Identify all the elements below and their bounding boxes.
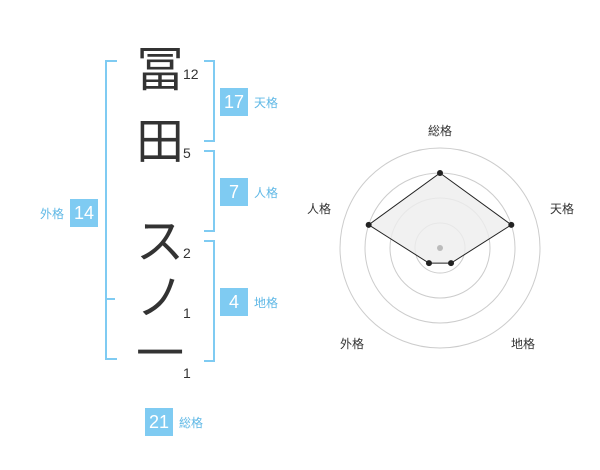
stroke-count-3: 2 bbox=[183, 245, 191, 261]
radar-point-4 bbox=[365, 221, 372, 228]
chikaku-bracket bbox=[204, 240, 215, 362]
chikaku-value: 4 bbox=[220, 288, 248, 316]
soukaku-value: 21 bbox=[145, 408, 174, 436]
gaikaku-label: 外格 bbox=[40, 206, 65, 221]
tenkaku-bracket bbox=[204, 60, 215, 142]
stroke-count-4: 1 bbox=[183, 305, 191, 321]
radar-label-chikaku: 地格 bbox=[511, 337, 536, 351]
radar-label-soukaku: 総格 bbox=[428, 124, 453, 138]
radar-label-gaikaku: 外格 bbox=[340, 337, 365, 351]
name-char-3: ス bbox=[135, 214, 184, 270]
radar-center-dot bbox=[437, 245, 443, 251]
gaikaku-bracket-tick bbox=[105, 298, 115, 300]
jinkaku-label: 人格 bbox=[254, 185, 279, 200]
soukaku-label: 総格 bbox=[179, 415, 204, 430]
jinkaku-value: 7 bbox=[220, 178, 248, 206]
gaikaku-badge: 外格 14 bbox=[40, 199, 99, 227]
radar-chart bbox=[339, 147, 541, 349]
name-char-4: ノ bbox=[135, 270, 184, 326]
jinkaku-bracket bbox=[204, 150, 215, 232]
name-char-1: 冨 bbox=[135, 42, 184, 98]
tenkaku-label: 天格 bbox=[254, 95, 279, 110]
radar-label-jinkaku: 人格 bbox=[307, 202, 332, 216]
radar-label-tenkaku: 天格 bbox=[550, 202, 575, 216]
chikaku-label: 地格 bbox=[254, 295, 279, 310]
radar-point-1 bbox=[508, 221, 515, 228]
stroke-count-1: 12 bbox=[183, 66, 199, 82]
tenkaku-badge: 17 天格 bbox=[220, 88, 278, 116]
name-char-5: 一 bbox=[135, 326, 184, 382]
gaikaku-bracket-top bbox=[105, 60, 117, 300]
soukaku-badge: 21 総格 bbox=[145, 408, 203, 436]
radar-grid-ring bbox=[339, 147, 541, 349]
chikaku-badge: 4 地格 bbox=[220, 288, 278, 316]
jinkaku-badge: 7 人格 bbox=[220, 178, 278, 206]
radar-point-2 bbox=[448, 260, 455, 267]
radar-point-3 bbox=[425, 260, 432, 267]
stroke-count-2: 5 bbox=[183, 145, 191, 161]
gaikaku-value: 14 bbox=[70, 199, 99, 227]
gaikaku-bracket-bottom bbox=[105, 298, 117, 360]
radar-point-0 bbox=[437, 170, 443, 176]
name-char-2: 田 bbox=[135, 114, 184, 170]
radar-polygon bbox=[367, 172, 513, 264]
tenkaku-value: 17 bbox=[220, 88, 249, 116]
stroke-count-5: 1 bbox=[183, 365, 191, 381]
